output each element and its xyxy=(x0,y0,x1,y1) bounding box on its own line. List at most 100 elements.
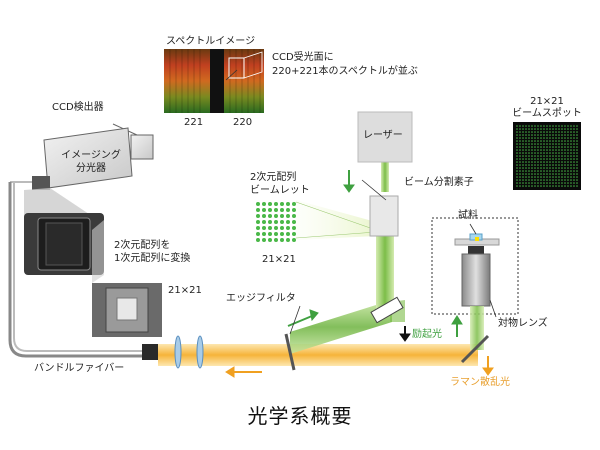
spot-dot xyxy=(567,155,569,157)
spot-dot xyxy=(576,134,578,136)
spot-dot xyxy=(573,125,575,127)
spot-dot xyxy=(561,149,563,151)
spot-dot xyxy=(543,134,545,136)
spot-dot xyxy=(552,143,554,145)
spot-dot xyxy=(540,146,542,148)
spot-dot xyxy=(516,128,518,130)
spot-dot xyxy=(564,182,566,184)
spot-dot xyxy=(570,134,572,136)
beamlet-dot xyxy=(286,226,290,230)
spot-dot xyxy=(546,155,548,157)
spot-dot xyxy=(564,137,566,139)
spot-dot xyxy=(576,170,578,172)
spot-dot xyxy=(534,176,536,178)
spot-dot xyxy=(543,128,545,130)
spot-dot xyxy=(516,176,518,178)
spot-dot xyxy=(555,143,557,145)
spot-dot xyxy=(534,137,536,139)
spot-dot xyxy=(549,155,551,157)
spectrum-image xyxy=(164,49,264,113)
spot-dot xyxy=(576,143,578,145)
spot-dot xyxy=(540,134,542,136)
spot-dot xyxy=(549,185,551,187)
beamlet-dot xyxy=(262,220,266,224)
excitation-arrow-up xyxy=(451,315,463,337)
spot-dot xyxy=(552,152,554,154)
spot-dot xyxy=(570,158,572,160)
spot-dot xyxy=(558,134,560,136)
spot-dot xyxy=(576,125,578,127)
spot-dot xyxy=(570,125,572,127)
spot-dot xyxy=(555,176,557,178)
spot-dot xyxy=(567,143,569,145)
ccd-detector-label: CCD検出器 xyxy=(52,102,104,113)
spot-dot xyxy=(567,152,569,154)
spot-dot xyxy=(519,128,521,130)
spot-dot xyxy=(549,134,551,136)
spot-dot xyxy=(570,155,572,157)
spot-dot xyxy=(567,137,569,139)
spot-dot xyxy=(567,131,569,133)
spot-dot xyxy=(540,179,542,181)
objective-lens xyxy=(461,246,491,307)
beamlet-dot xyxy=(268,226,272,230)
spot-dot xyxy=(564,185,566,187)
spot-dot xyxy=(522,125,524,127)
spot-dot xyxy=(576,185,578,187)
laser-beam xyxy=(381,162,389,192)
spot-dot xyxy=(543,167,545,169)
spot-dot xyxy=(519,176,521,178)
beamlet-fan xyxy=(296,200,376,240)
spot-dot xyxy=(519,182,521,184)
spot-dot xyxy=(576,128,578,130)
spot-dot xyxy=(531,167,533,169)
spot-dot xyxy=(540,131,542,133)
spot-dot xyxy=(543,152,545,154)
spot-dot xyxy=(564,125,566,127)
spot-dot xyxy=(534,164,536,166)
fiber-bundle-photo xyxy=(92,220,162,337)
spot-dot xyxy=(576,140,578,142)
spot-dot xyxy=(528,167,530,169)
spot-dot xyxy=(570,152,572,154)
spot-dot xyxy=(525,176,527,178)
spot-dot xyxy=(555,158,557,160)
diagram-title: 光学系概要 xyxy=(247,404,353,428)
spot-dot xyxy=(528,152,530,154)
spot-dot xyxy=(573,167,575,169)
spot-dot xyxy=(531,179,533,181)
spot-dot xyxy=(558,173,560,175)
spot-dot xyxy=(561,164,563,166)
spot-dot xyxy=(552,182,554,184)
spot-dot xyxy=(537,170,539,172)
down-arrow xyxy=(399,326,411,342)
spot-dot xyxy=(564,143,566,145)
spot-dot xyxy=(519,164,521,166)
beamlet-dot xyxy=(256,202,260,206)
spot-dot xyxy=(564,179,566,181)
spot-dot xyxy=(567,185,569,187)
spot-dot xyxy=(537,146,539,148)
spot-dot xyxy=(573,146,575,148)
spot-dot xyxy=(528,143,530,145)
beamlet-dot xyxy=(280,202,284,206)
spot-dot xyxy=(528,149,530,151)
spot-dot xyxy=(546,125,548,127)
spot-dot xyxy=(555,182,557,184)
spot-dot xyxy=(540,158,542,160)
beamlet-dot xyxy=(274,226,278,230)
spot-dot xyxy=(546,161,548,163)
laser-arrow xyxy=(343,170,355,193)
spot-dot xyxy=(528,164,530,166)
spot-dot xyxy=(549,140,551,142)
spot-dot xyxy=(567,158,569,160)
ccd-detector xyxy=(112,123,154,160)
spot-dot xyxy=(570,140,572,142)
spot-dot xyxy=(540,182,542,184)
spot-dot xyxy=(573,164,575,166)
beamlet-dot xyxy=(274,238,278,242)
spot-dot xyxy=(522,128,524,130)
spectrum-count-221: 221 xyxy=(184,117,204,128)
spot-dot xyxy=(573,173,575,175)
raman-label: ラマン散乱光 xyxy=(450,377,510,388)
